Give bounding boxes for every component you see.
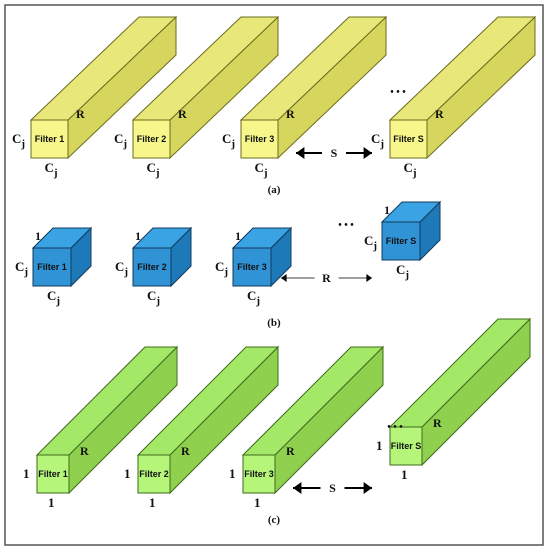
ellipsis: • • • <box>338 220 354 231</box>
filter-name-label: Filter 3 <box>245 134 275 144</box>
gap-label: R <box>322 271 331 285</box>
filter-name-label: Filter S <box>393 134 424 144</box>
box-front-face <box>132 119 171 159</box>
length-label: R <box>76 107 85 121</box>
box-front-face <box>132 247 172 287</box>
height-label: Cj <box>12 131 25 150</box>
filter-name-label: Filter 1 <box>37 262 67 272</box>
width-label: 1 <box>401 467 408 482</box>
filter-name-label: Filter 2 <box>137 262 167 272</box>
filter-name-label: Filter S <box>391 441 422 451</box>
box-front-face <box>242 454 276 494</box>
gap-arrow: R <box>281 271 372 285</box>
filter-name-label: Filter 2 <box>139 469 169 479</box>
box-front-face <box>32 247 72 287</box>
length-label: R <box>286 107 295 121</box>
height-label: 1 <box>229 466 236 481</box>
length-label: R <box>178 107 187 121</box>
panel-caption: (c) <box>268 514 281 526</box>
height-label: Cj <box>15 259 28 278</box>
filter-box-2: Filter 2 R <box>131 15 280 160</box>
filter-box-1: Filter 1 R <box>35 345 179 495</box>
width-label: 1 <box>48 495 55 510</box>
box-front-face <box>381 221 421 261</box>
filter-name-label: Filter 3 <box>237 262 267 272</box>
box-front-face <box>389 426 423 466</box>
gap-label: S <box>331 146 338 160</box>
width-label: Cj <box>396 262 409 281</box>
panel-c: Filter 1 R Filter 2 R Filter 3 R Filter S R • • … <box>35 317 532 526</box>
length-label: 1 <box>35 229 41 243</box>
width-label: Cj <box>147 160 160 179</box>
height-label: Cj <box>115 259 128 278</box>
length-label: R <box>181 444 190 458</box>
length-label: R <box>80 444 89 458</box>
height-label: Cj <box>371 131 384 150</box>
filter-box-2: Filter 2 1 <box>131 226 193 288</box>
filter-name-label: Filter 3 <box>244 469 274 479</box>
height-label: 1 <box>124 466 131 481</box>
filter-box-3: Filter 3 R <box>239 15 388 160</box>
box-front-face <box>36 454 70 494</box>
panel-a: Filter 1 R Filter 2 R Filter 3 R Filter S R • • … <box>29 15 537 196</box>
filter-box-3: Filter 3 R <box>241 345 385 495</box>
length-label: 1 <box>135 229 141 243</box>
length-label: 1 <box>384 203 390 217</box>
box-front-face <box>240 119 279 159</box>
height-label: Cj <box>114 131 127 150</box>
filter-box-3: Filter 3 1 <box>231 226 293 288</box>
filter-box-4: Filter S 1 <box>380 200 442 262</box>
width-label: Cj <box>147 288 160 307</box>
filter-name-label: Filter 1 <box>38 469 68 479</box>
filter-name-label: Filter S <box>386 236 417 246</box>
filter-box-1: Filter 1 1 <box>31 226 93 288</box>
length-label: 1 <box>235 229 241 243</box>
filter-box-2: Filter 2 R <box>136 345 280 495</box>
width-label: 1 <box>254 495 261 510</box>
panel-caption: (a) <box>268 184 281 196</box>
width-label: Cj <box>47 288 60 307</box>
gap-arrow: S <box>293 481 372 495</box>
height-label: Cj <box>364 233 377 252</box>
length-label: R <box>286 444 295 458</box>
filter-name-label: Filter 1 <box>35 134 65 144</box>
width-label: Cj <box>45 160 58 179</box>
width-label: Cj <box>404 160 417 179</box>
filter-box-4: Filter S R <box>388 317 532 467</box>
ellipsis: • • • <box>387 422 403 433</box>
box-front-face <box>389 119 428 159</box>
width-label: Cj <box>255 160 268 179</box>
height-label: Cj <box>215 259 228 278</box>
height-label: 1 <box>376 438 383 453</box>
box-front-face <box>30 119 69 159</box>
box-front-face <box>137 454 171 494</box>
ellipsis: • • • <box>390 87 406 98</box>
filter-box-4: Filter S R <box>388 15 537 160</box>
height-label: Cj <box>222 131 235 150</box>
gap-label: S <box>329 481 336 495</box>
filter-name-label: Filter 2 <box>137 134 167 144</box>
length-label: R <box>435 107 444 121</box>
length-label: R <box>433 416 442 430</box>
filter-box-1: Filter 1 R <box>29 15 178 160</box>
box-front-face <box>232 247 272 287</box>
width-label: 1 <box>149 495 156 510</box>
panel-caption: (b) <box>267 317 281 329</box>
width-label: Cj <box>247 288 260 307</box>
height-label: 1 <box>23 466 30 481</box>
gap-arrow: S <box>296 146 372 160</box>
